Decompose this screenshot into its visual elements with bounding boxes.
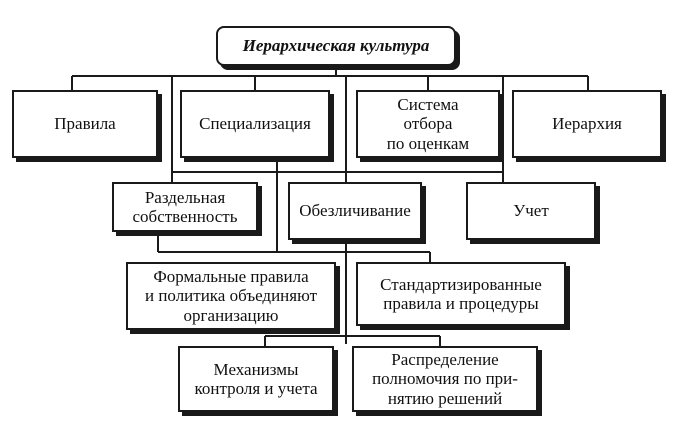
node-ierarkhiya: Иерархия <box>512 90 662 158</box>
node-uchet: Учет <box>466 182 596 240</box>
node-sistema-otbora-label: Система отбора по оценкам <box>386 95 470 153</box>
root-label: Иерархическая культура <box>242 36 430 56</box>
node-obezlichivanie-label: Обезличивание <box>299 201 411 221</box>
node-spetsializatsiya: Специализация <box>180 90 330 158</box>
node-obezlichivanie: Обезличивание <box>288 182 422 240</box>
node-raspredelenie-label: Распределение полномочия по при- нятию р… <box>372 350 518 408</box>
node-standartizirovannye: Стандартизированные правила и процедуры <box>356 262 566 326</box>
node-mekhanizmy: Механизмы контроля и учета <box>178 346 334 412</box>
node-raspredelenie: Распределение полномочия по при- нятию р… <box>352 346 538 412</box>
node-formalnye-pravila: Формальные правила и политика объединяют… <box>126 262 336 330</box>
node-formalnye-pravila-label: Формальные правила и политика объединяют… <box>144 267 318 325</box>
node-pravila-label: Правила <box>54 114 116 134</box>
node-spetsializatsiya-label: Специализация <box>199 114 311 134</box>
node-sistema-otbora: Система отбора по оценкам <box>356 90 500 158</box>
node-pravila: Правила <box>12 90 158 158</box>
node-mekhanizmy-label: Механизмы контроля и учета <box>194 359 318 398</box>
node-razdelnaya-label: Раздельная собственность <box>132 187 238 226</box>
node-razdelnaya: Раздельная собственность <box>112 182 258 232</box>
node-uchet-label: Учет <box>513 201 549 221</box>
node-standartizirovannye-label: Стандартизированные правила и процедуры <box>380 274 542 313</box>
root-node: Иерархическая культура <box>216 26 456 66</box>
node-ierarkhiya-label: Иерархия <box>552 114 622 134</box>
